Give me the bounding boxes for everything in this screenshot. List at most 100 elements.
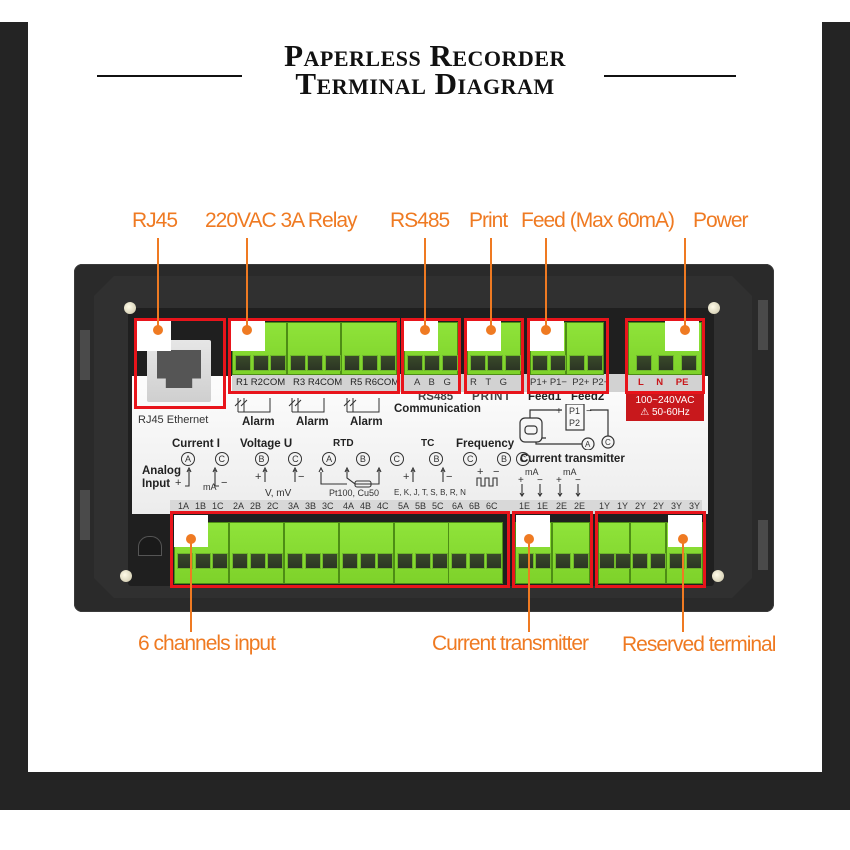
terminal-screw-slot[interactable]: [424, 355, 440, 371]
terminal-screw-slot[interactable]: [668, 553, 685, 569]
reserved-terminal-block-2[interactable]: [630, 522, 666, 584]
circle-c-icon: C: [214, 452, 229, 466]
rs485-pin-labels: A B G: [414, 377, 451, 388]
circle-b-icon: B: [355, 452, 370, 466]
title-line-2: Terminal Diagram: [295, 66, 555, 101]
terminal-screw-slot[interactable]: [432, 553, 449, 569]
pin-t: T: [485, 377, 491, 388]
terminal-screw-slot[interactable]: [212, 553, 229, 569]
highlight-relay: [228, 318, 400, 394]
terminal-screw-slot[interactable]: [569, 355, 585, 371]
terminal-screw-slot[interactable]: [632, 553, 649, 569]
input-wiring-symbols: +− +− +− +−: [175, 466, 499, 489]
leader-relay: [246, 238, 248, 330]
terminal-screw-slot[interactable]: [286, 553, 303, 569]
pin-label: 2B: [250, 501, 262, 511]
terminal-screw-slot[interactable]: [441, 355, 458, 371]
terminal-screw-slot[interactable]: [587, 355, 603, 371]
terminal-screw-slot[interactable]: [362, 355, 378, 371]
relay-terminal-block-3[interactable]: [341, 322, 397, 375]
terminal-screw-slot[interactable]: [344, 355, 360, 371]
terminal-screw-slot[interactable]: [249, 553, 266, 569]
terminal-screw-slot[interactable]: [573, 553, 589, 569]
terminal-screw-slot[interactable]: [307, 355, 323, 371]
terminal-screw-slot[interactable]: [686, 553, 703, 569]
pin-label: 4B: [360, 501, 372, 511]
terminal-screw-slot[interactable]: [635, 355, 652, 371]
terminal-circle-row: A C B C A B C B C B C: [180, 452, 531, 466]
terminal-screw-slot[interactable]: [468, 553, 485, 569]
terminal-screw-slot[interactable]: [414, 553, 431, 569]
terminal-screw-slot[interactable]: [380, 355, 396, 371]
callout-power: Power: [693, 209, 749, 232]
transmitter-terminal-block-2[interactable]: [552, 522, 590, 584]
terminal-screw-slot[interactable]: [234, 355, 251, 371]
pin-label: 1A: [178, 501, 190, 511]
terminal-screw-slot[interactable]: [487, 355, 503, 371]
pin-p2-minus: P2−: [592, 377, 610, 388]
svg-text:+: +: [175, 477, 181, 489]
pin-label: 1E: [537, 501, 549, 511]
circle-c-icon: C: [515, 452, 530, 466]
terminal-screw-slot[interactable]: [341, 553, 358, 569]
circle-c-icon: C: [463, 452, 478, 466]
terminal-screw-slot[interactable]: [359, 553, 376, 569]
terminal-screw-slot[interactable]: [469, 355, 486, 371]
terminal-screw-slot[interactable]: [517, 553, 534, 569]
terminal-screw-slot[interactable]: [176, 553, 193, 569]
latch: [138, 536, 162, 556]
terminal-screw-slot[interactable]: [450, 553, 467, 569]
terminal-screw-slot[interactable]: [289, 355, 306, 371]
leader-rj45: [157, 238, 159, 330]
frequency-range: ⚠ 50-60Hz: [640, 407, 690, 418]
leader-inputs: [190, 538, 192, 632]
voltage-range: 100~240VAC: [635, 395, 695, 406]
input-terminal-block-4[interactable]: [339, 522, 394, 584]
callout-relay: 220VAC 3A Relay: [205, 209, 358, 232]
pin-label: 2E: [574, 501, 586, 511]
terminal-screw-slot[interactable]: [680, 355, 697, 371]
terminal-screw-slot[interactable]: [270, 355, 287, 371]
pin-label: 2A: [233, 501, 245, 511]
relay-terminal-block-2[interactable]: [287, 322, 341, 375]
terminal-screw-slot[interactable]: [535, 553, 552, 569]
title-rule-left: [97, 75, 242, 77]
terminal-screw-slot[interactable]: [555, 553, 571, 569]
input-terminal-block-2[interactable]: [229, 522, 284, 584]
terminal-screw-slot[interactable]: [267, 553, 284, 569]
svg-text:−: −: [537, 476, 543, 486]
svg-text:−: −: [221, 477, 227, 489]
pin-p2-plus: P2+: [572, 377, 590, 388]
transmitter-wiring-diagram: + − A C: [519, 404, 615, 450]
terminal-screw-slot[interactable]: [549, 355, 566, 371]
pin-label: 6A: [452, 501, 464, 511]
terminal-screw-slot[interactable]: [486, 553, 503, 569]
terminal-screw-slot[interactable]: [322, 553, 339, 569]
svg-text:−: −: [586, 406, 592, 417]
terminal-screw-slot[interactable]: [231, 553, 248, 569]
input-terminal-block-6[interactable]: [448, 522, 503, 584]
pin-r: R: [470, 377, 477, 388]
pin-label: 4C: [377, 501, 389, 511]
side-clip-left-bottom: [80, 490, 90, 540]
highlight-rs485: [401, 318, 461, 394]
input-terminal-block-3[interactable]: [284, 522, 339, 584]
pin-g: G: [443, 377, 451, 388]
pin-label: 1C: [212, 501, 224, 511]
terminal-screw-slot[interactable]: [599, 553, 615, 569]
terminal-screw-slot[interactable]: [504, 355, 521, 371]
terminal-screw-slot[interactable]: [532, 355, 549, 371]
terminal-screw-slot[interactable]: [324, 355, 341, 371]
terminal-screw-slot[interactable]: [194, 553, 211, 569]
feed2-terminal-block[interactable]: [566, 322, 604, 375]
marker-dot-icon: [242, 325, 252, 335]
terminal-screw-slot[interactable]: [304, 553, 321, 569]
frequency-title: Frequency: [456, 438, 515, 450]
terminal-screw-slot[interactable]: [396, 553, 413, 569]
terminal-screw-slot[interactable]: [649, 553, 666, 569]
terminal-screw-slot[interactable]: [252, 355, 269, 371]
reserved-terminal-block-1[interactable]: [598, 522, 631, 584]
terminal-screw-slot[interactable]: [406, 355, 423, 371]
terminal-screw-slot[interactable]: [377, 553, 394, 569]
terminal-screw-slot[interactable]: [658, 355, 674, 371]
